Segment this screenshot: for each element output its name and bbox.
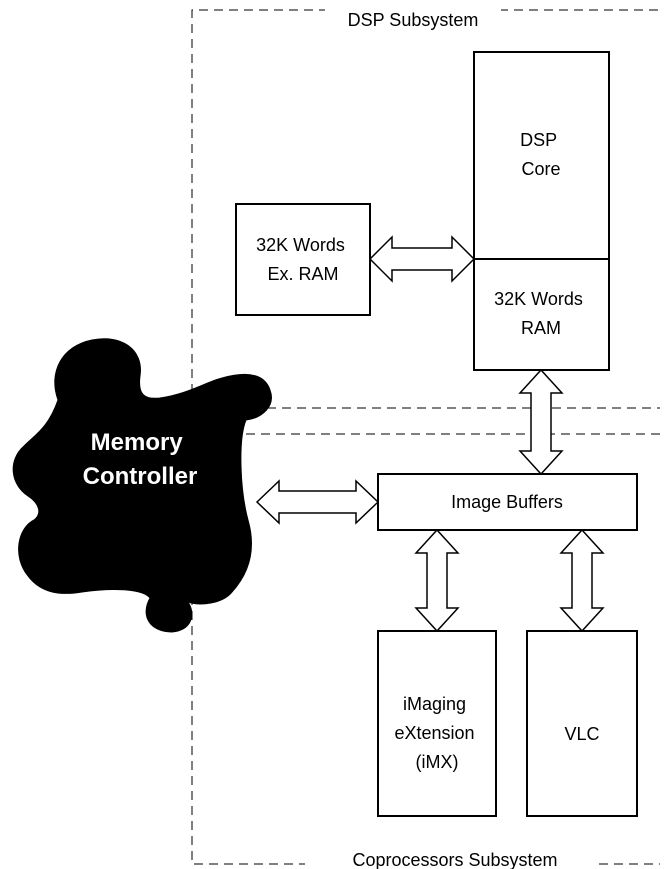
ram-internal-label-line-1: 32K Words <box>494 289 583 309</box>
arrow-memctrl-imagebuffers <box>255 479 380 525</box>
imx-label-line-2: eXtension <box>394 723 474 743</box>
ram-external-label-line-1: 32K Words <box>256 235 345 255</box>
ram-external-label: 32K Words Ex. RAM <box>256 235 350 284</box>
arrow-ram-imagebuffers <box>518 368 564 476</box>
imx-label-line-3: (iMX) <box>416 752 459 772</box>
imx-block <box>377 630 497 817</box>
ram-internal-label-line-2: RAM <box>521 318 561 338</box>
vlc-label: VLC <box>564 724 599 744</box>
dsp-core-label: DSP Core <box>520 130 562 179</box>
ram-external-label-line-2: Ex. RAM <box>267 264 338 284</box>
arrow-exram-dsp <box>368 235 476 283</box>
coprocessors-subsystem-label: Coprocessors Subsystem <box>352 850 557 869</box>
memory-controller-label: Memory Controller <box>83 429 198 490</box>
dsp-core-label-line-2: Core <box>521 159 560 179</box>
memory-controller-label-line-2: Controller <box>83 463 198 490</box>
image-buffers-block <box>377 473 638 531</box>
dsp-subsystem-label: DSP Subsystem <box>348 10 479 30</box>
arrow-imagebuffers-vlc <box>559 528 605 633</box>
memory-controller-label-line-1: Memory <box>91 429 184 456</box>
imx-label: iMaging eXtension (iMX) <box>394 694 479 772</box>
dsp-core-block <box>473 51 610 260</box>
imx-label-line-1: iMaging <box>403 694 466 714</box>
ram-internal-label: 32K Words RAM <box>494 289 588 338</box>
puzzle-piece-icon <box>12 338 272 633</box>
image-buffers-label: Image Buffers <box>451 492 563 512</box>
vlc-block <box>526 630 638 817</box>
ram-internal-block <box>473 258 610 371</box>
arrow-imagebuffers-imx <box>414 528 460 633</box>
dsp-core-label-line-1: DSP <box>520 130 557 150</box>
ram-external-block <box>235 203 371 316</box>
dsp-subsystem-boundary <box>191 9 660 408</box>
